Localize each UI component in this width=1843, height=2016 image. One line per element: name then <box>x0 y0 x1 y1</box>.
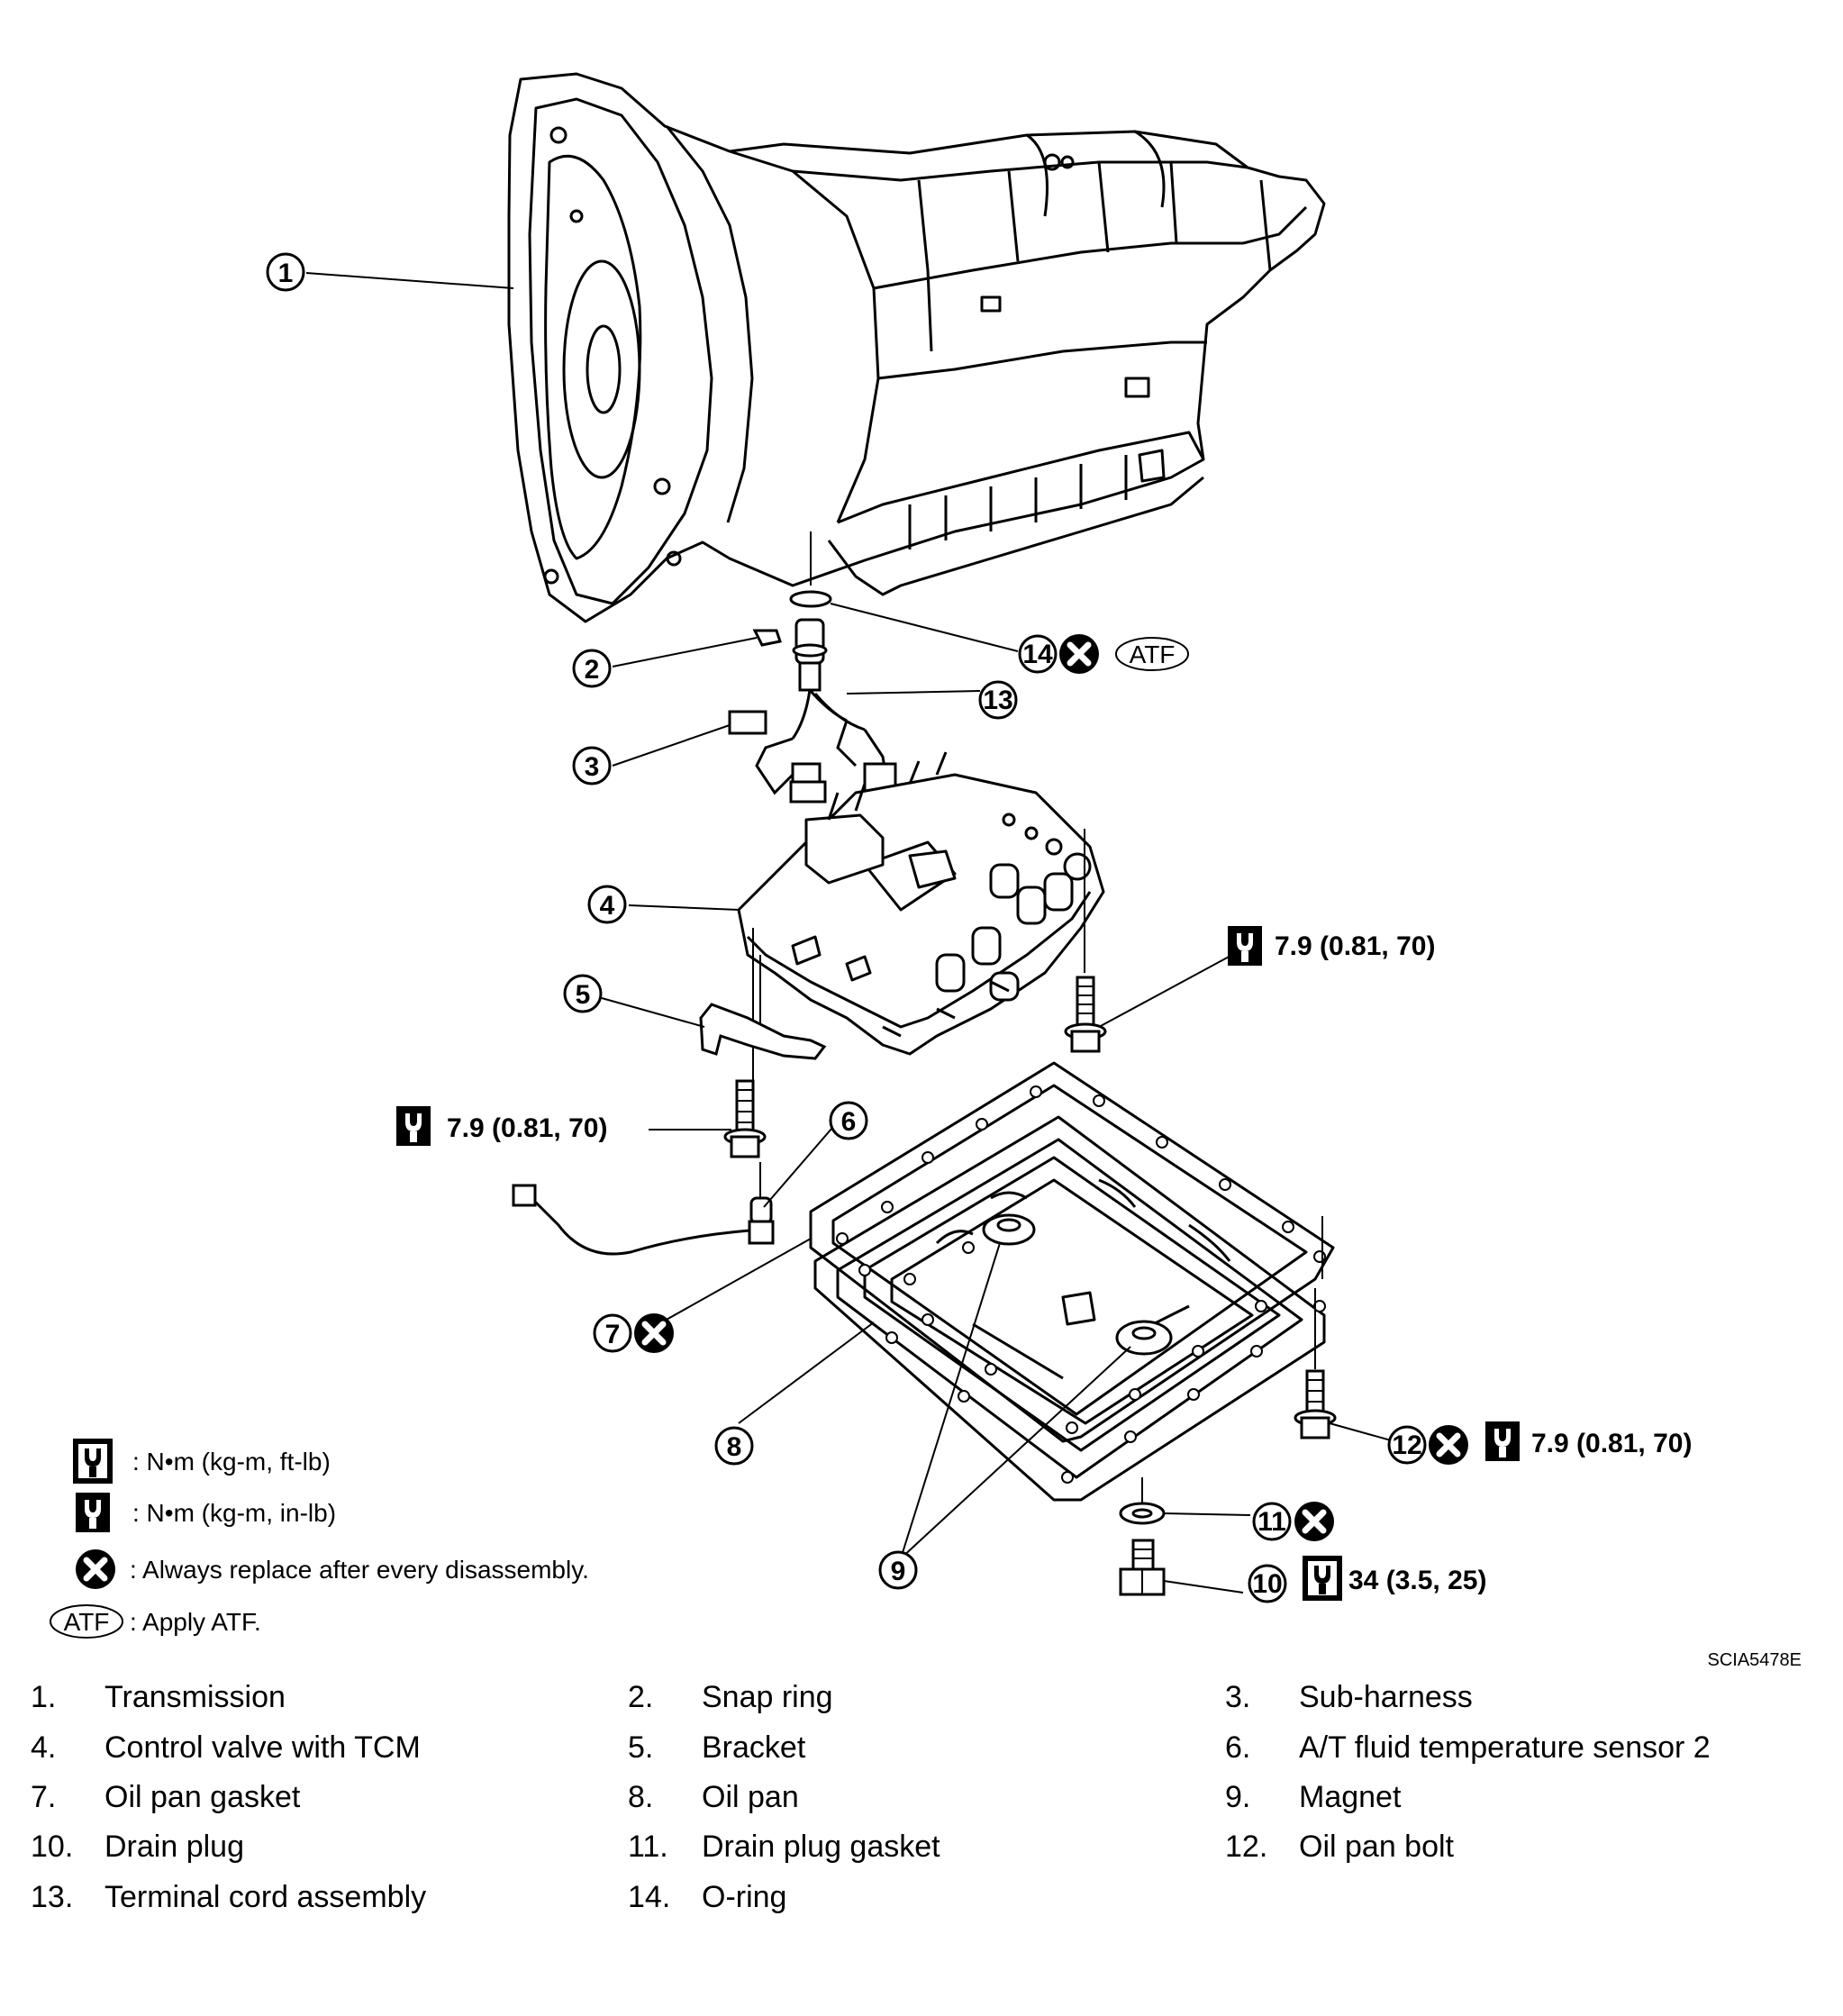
control-valve-bolt-a <box>1064 976 1107 1053</box>
replace-icon <box>634 1313 674 1353</box>
magnet-illustration <box>982 1213 1173 1356</box>
drain-plug-gasket-illustration <box>1119 1477 1166 1525</box>
bracket-illustration <box>699 1003 827 1060</box>
callout-6: 6 <box>829 1101 868 1140</box>
svg-text:11: 11 <box>1257 1507 1286 1537</box>
control-valve-bolt-b <box>723 1079 767 1158</box>
legend-in-lb: : N•m (kg-m, in-lb) <box>132 1499 336 1527</box>
figure-code: SCIA5478E <box>1707 1650 1802 1670</box>
torque-ft-lb-icon <box>76 1441 110 1481</box>
svg-text:12: 12 <box>1392 1430 1421 1460</box>
callout-4: 4 <box>587 885 627 924</box>
atf-legend-badge <box>50 1604 123 1639</box>
leader-lines <box>305 272 1408 1594</box>
replace-icon <box>1294 1502 1334 1541</box>
callout-9: 9 <box>878 1550 918 1590</box>
control-valve-bolt-torque-a: 7.9 (0.81, 70) <box>1275 931 1435 961</box>
callout-11: 11 <box>1252 1502 1292 1541</box>
callout-2: 2 <box>572 649 612 688</box>
drain-plug-torque: 34 (3.5, 25) <box>1348 1566 1486 1595</box>
oil-pan-bolt-illustration <box>1294 1216 1337 1439</box>
svg-text:ATF: ATF <box>1130 640 1176 668</box>
svg-text:10: 10 <box>1252 1569 1282 1599</box>
svg-text:3: 3 <box>585 752 600 782</box>
torque-in-lb-icon <box>76 1493 110 1532</box>
exploded-diagram: 1 2 3 4 5 6 7 8 9 10 34 (3.5, 25) 11 <box>50 72 1692 1639</box>
svg-text:7: 7 <box>605 1320 621 1349</box>
legend-replace: : Always replace after every disassembly… <box>130 1556 589 1584</box>
svg-text:14: 14 <box>1022 640 1053 669</box>
legend: : N•m (kg-m, ft-lb) : N•m (kg-m, in-lb) … <box>50 1441 589 1639</box>
control-valve-bolt-torque-b: 7.9 (0.81, 70) <box>447 1113 607 1143</box>
callout-1: 1 <box>266 252 305 292</box>
torque-ft-lb-icon <box>1305 1558 1339 1598</box>
callout-7: 7 <box>593 1313 632 1353</box>
legend-atf: : Apply ATF. <box>130 1608 261 1636</box>
svg-text:2: 2 <box>585 655 600 685</box>
atf-badge: ATF <box>1115 637 1189 671</box>
replace-icon <box>1059 634 1099 674</box>
torque-in-lb-icon <box>1228 926 1262 966</box>
svg-text:5: 5 <box>576 980 591 1010</box>
callout-3: 3 <box>572 746 612 786</box>
fluid-temp-sensor-illustration <box>512 1162 775 1256</box>
callout-10: 10 <box>1248 1564 1287 1603</box>
callout-5: 5 <box>563 974 603 1013</box>
torque-in-lb-icon <box>396 1106 431 1146</box>
svg-text:9: 9 <box>891 1557 906 1586</box>
svg-text:13: 13 <box>983 686 1012 715</box>
drain-plug-illustration <box>1119 1539 1166 1596</box>
svg-text:8: 8 <box>727 1432 742 1462</box>
torque-in-lb-icon <box>1485 1421 1520 1461</box>
callout-12: 12 <box>1387 1425 1427 1465</box>
oil-pan-bolt-torque: 7.9 (0.81, 70) <box>1531 1429 1692 1458</box>
replace-icon <box>1429 1425 1468 1465</box>
oil-pan-gasket-illustration <box>809 1061 1335 1443</box>
control-valve-illustration <box>737 751 1105 1081</box>
svg-text:1: 1 <box>278 259 294 288</box>
svg-text:4: 4 <box>600 891 615 921</box>
svg-text:ATF: ATF <box>64 1608 110 1636</box>
replace-icon <box>76 1549 115 1589</box>
callout-14: 14 <box>1018 634 1058 674</box>
svg-text:6: 6 <box>841 1107 857 1137</box>
callout-8: 8 <box>714 1426 754 1466</box>
oil-pan-bolt-holes <box>836 1085 1326 1484</box>
terminal-parts-illustration <box>728 531 897 804</box>
transmission-illustration <box>507 72 1326 623</box>
callout-13: 13 <box>978 680 1018 720</box>
legend-ft-lb: : N•m (kg-m, ft-lb) <box>132 1448 331 1476</box>
